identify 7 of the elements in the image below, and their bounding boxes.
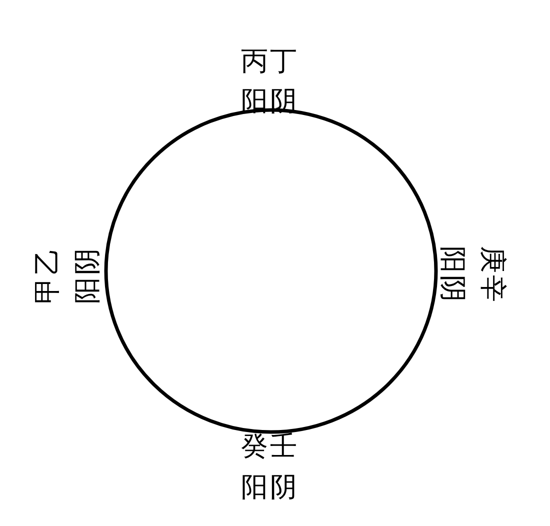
- text-label: 丙丁: [241, 47, 299, 77]
- text-label: 阳阴: [241, 473, 299, 503]
- text-label: 庚辛: [477, 246, 507, 304]
- text-label: 甲乙: [33, 246, 63, 304]
- text-label: 阳阴: [437, 246, 467, 304]
- text-label: 阳阴: [73, 246, 103, 304]
- text-label: 癸壬: [241, 432, 299, 462]
